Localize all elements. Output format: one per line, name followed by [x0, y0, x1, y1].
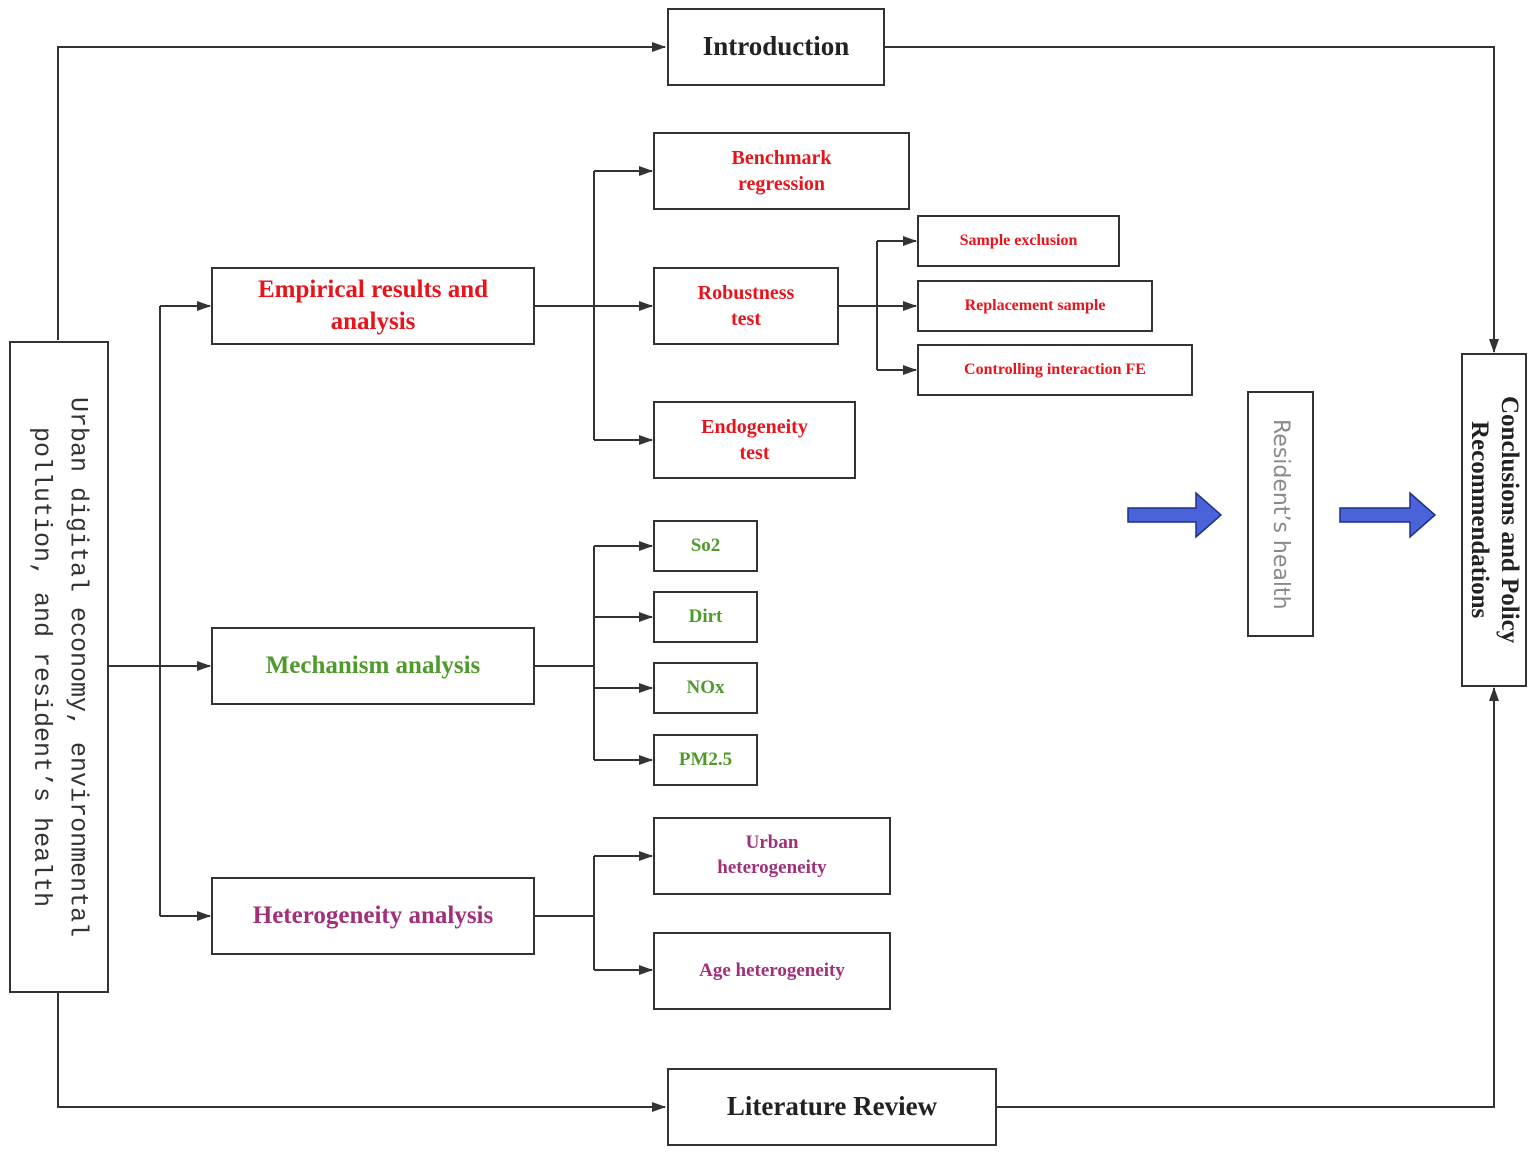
left-topic-text: Urban digital economy, environmental pol…	[27, 396, 93, 938]
resident-health-label: Resident’s health	[1268, 418, 1294, 610]
replacement-sample-label: Replacement sample	[964, 296, 1106, 314]
empirical-results-label: Empirical results and analysis	[257, 275, 489, 336]
urban-heterogeneity-box: Urban heterogeneity	[653, 817, 891, 895]
connector-to-literature	[57, 993, 666, 1112]
blue-arrow-to-health	[1127, 491, 1223, 539]
sample-exclusion-box: Sample exclusion	[917, 215, 1120, 267]
nox-box: NOx	[653, 662, 758, 714]
conclusions-box: Conclusions and Policy Recommendations	[1461, 353, 1527, 687]
controlling-interaction-box: Controlling interaction FE	[917, 344, 1193, 396]
pm25-label: PM2.5	[678, 748, 733, 770]
nox-label: NOx	[686, 676, 725, 698]
introduction-box: Introduction	[667, 8, 885, 86]
benchmark-regression-label: Benchmark regression	[731, 147, 832, 195]
endogeneity-test-label: Endogeneity test	[701, 416, 808, 464]
literature-review-label: Literature Review	[726, 1091, 938, 1122]
so2-box: So2	[653, 520, 758, 572]
controlling-interaction-label: Controlling interaction FE	[964, 360, 1146, 378]
mechanism-analysis-label: Mechanism analysis	[265, 651, 481, 679]
heterogeneity-analysis-label: Heterogeneity analysis	[252, 901, 494, 929]
resident-health-box: Resident’s health	[1247, 391, 1314, 637]
conclusions-label: Conclusions and Policy Recommendations	[1466, 396, 1523, 644]
so2-label: So2	[690, 534, 721, 556]
dirt-label: Dirt	[688, 605, 723, 627]
robustness-test-box: Robustness test	[653, 267, 839, 345]
introduction-label: Introduction	[702, 31, 850, 62]
connector-literature-to-conclusions	[997, 687, 1499, 1108]
robustness-test-label: Robustness test	[697, 282, 795, 330]
heterogeneity-analysis-box: Heterogeneity analysis	[211, 877, 535, 955]
replacement-sample-box: Replacement sample	[917, 280, 1153, 332]
empirical-results-box: Empirical results and analysis	[211, 267, 535, 345]
endogeneity-test-box: Endogeneity test	[653, 401, 856, 479]
mechanism-analysis-box: Mechanism analysis	[211, 627, 535, 705]
age-heterogeneity-box: Age heterogeneity	[653, 932, 891, 1010]
literature-review-box: Literature Review	[667, 1068, 997, 1146]
sample-exclusion-label: Sample exclusion	[959, 231, 1078, 249]
left-topic-box: Urban digital economy, environmental pol…	[9, 341, 109, 993]
blue-arrow-to-conclusions	[1339, 491, 1437, 539]
connector-introduction-to-conclusions	[885, 46, 1499, 353]
age-heterogeneity-label: Age heterogeneity	[699, 959, 845, 981]
dirt-box: Dirt	[653, 591, 758, 643]
benchmark-regression-box: Benchmark regression	[653, 132, 910, 210]
connector-to-introduction	[57, 42, 666, 340]
pm25-box: PM2.5	[653, 734, 758, 786]
urban-heterogeneity-label: Urban heterogeneity	[717, 832, 827, 878]
